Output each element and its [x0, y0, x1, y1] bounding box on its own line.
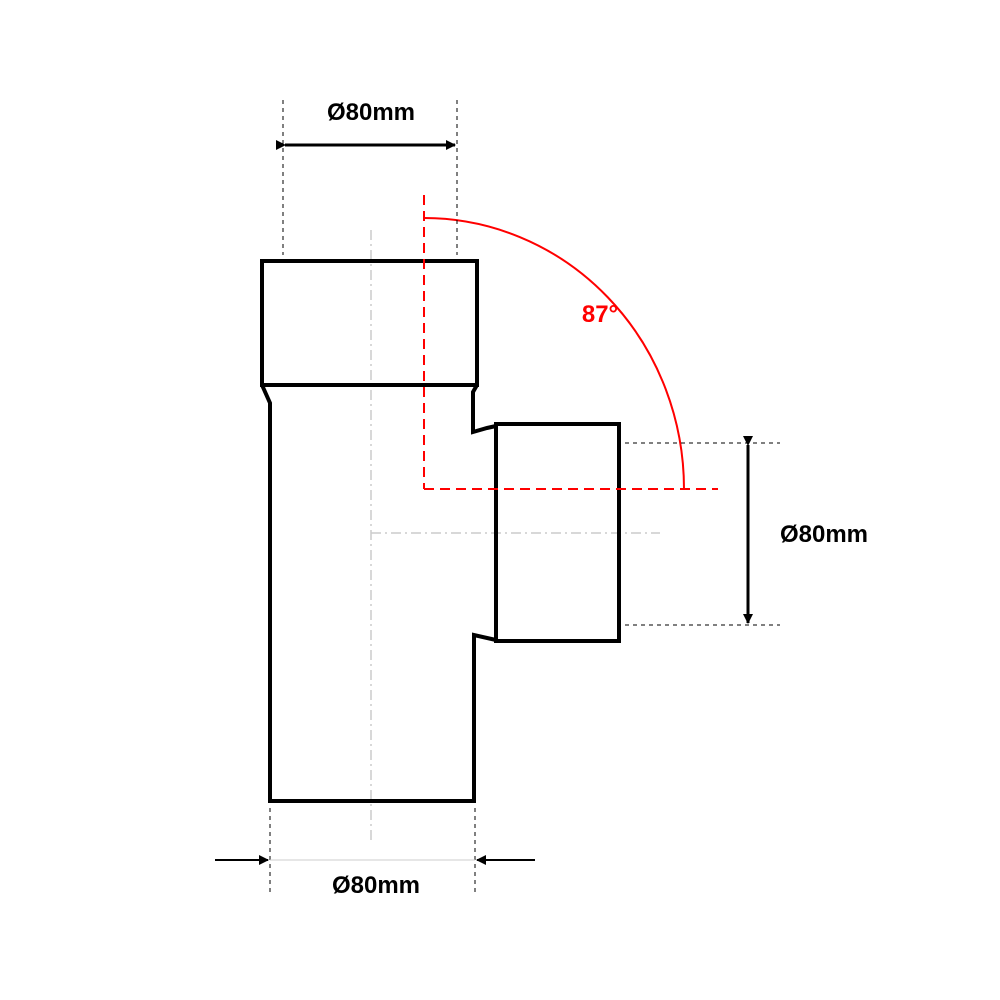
angle-arc — [423, 217, 685, 490]
branch-diameter-label: Ø80mm — [780, 521, 868, 548]
top-diameter-label: Ø80mm — [327, 99, 415, 126]
bottom-diameter-label: Ø80mm — [332, 872, 420, 899]
angle-label: 87° — [582, 301, 618, 328]
main-pipe-body — [260, 384, 497, 803]
top-socket — [260, 259, 479, 387]
branch-socket — [494, 422, 621, 643]
